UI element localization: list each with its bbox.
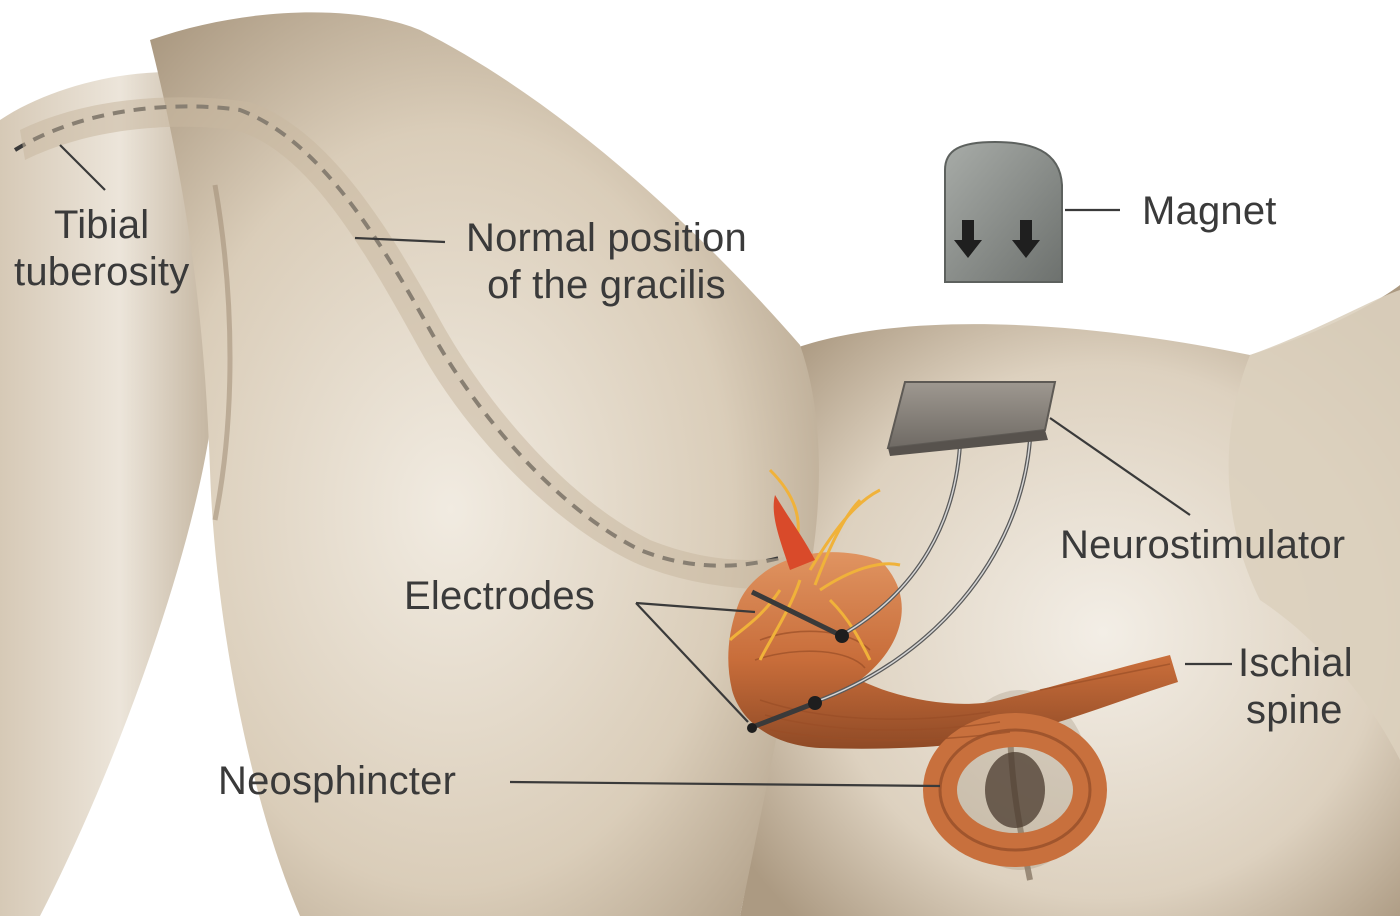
electrode-contact-upper (835, 629, 849, 643)
magnet-device (945, 142, 1062, 282)
electrode-tip-lower (747, 723, 757, 733)
magnet-label: Magnet (1142, 188, 1277, 235)
ischial-spine-label: Ischial spine (1238, 640, 1353, 734)
neurostimulator-label: Neurostimulator (1060, 522, 1345, 569)
neosphincter-label: Neosphincter (218, 758, 456, 805)
electrodes-label: Electrodes (404, 573, 595, 620)
anal-opening (985, 752, 1045, 828)
gracilis-normal-position-label: Normal position of the gracilis (466, 215, 747, 309)
electrode-contact-lower (808, 696, 822, 710)
tibial-tuberosity-label: Tibial tuberosity (14, 202, 189, 296)
